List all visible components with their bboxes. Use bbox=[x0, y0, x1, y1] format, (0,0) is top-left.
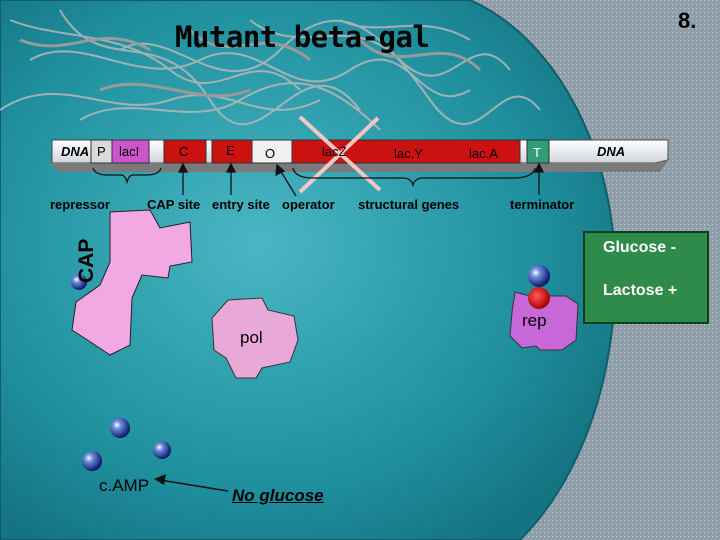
chromosome-strands-dark bbox=[19, 28, 482, 98]
dna-label-right: DNA bbox=[597, 144, 626, 159]
chromosome-strands bbox=[0, 9, 541, 131]
lactose-molecule bbox=[528, 287, 550, 309]
rna-polymerase bbox=[211, 297, 299, 379]
cap-protein bbox=[71, 209, 193, 356]
lacz-label: lacZ bbox=[322, 144, 347, 159]
camp-molecule bbox=[110, 418, 130, 438]
lacy-label: lac.Y bbox=[394, 146, 423, 161]
slide-title: Mutant beta-gal bbox=[175, 20, 430, 54]
glucose-status: Glucose - bbox=[603, 239, 676, 256]
promoter-label: P bbox=[97, 144, 106, 159]
laci-segment bbox=[111, 139, 150, 164]
repressor-annotation: repressor bbox=[50, 197, 110, 212]
camp-molecule bbox=[153, 441, 171, 459]
operator-label: O bbox=[265, 146, 276, 161]
entry-site-label: E bbox=[226, 143, 235, 158]
caption-arrow bbox=[154, 474, 229, 492]
annotation-marks bbox=[92, 162, 545, 197]
rep-label: rep bbox=[522, 311, 547, 330]
slide-number: 8. bbox=[678, 8, 697, 33]
dna-label-left: DNA bbox=[61, 144, 90, 159]
terminator-segment bbox=[526, 139, 550, 164]
terminator-annotation: terminator bbox=[510, 197, 575, 212]
camp-label: c.AMP bbox=[99, 476, 150, 495]
terminator-label: T bbox=[533, 145, 541, 160]
cap-site-annotation: CAP site bbox=[147, 197, 201, 212]
cap-site-segment bbox=[163, 139, 207, 164]
laca-label: lac.A bbox=[469, 146, 498, 161]
inducer-molecule bbox=[528, 265, 550, 287]
entry-site-annotation: entry site bbox=[212, 197, 270, 212]
cap-protein-label: CAP bbox=[75, 238, 98, 283]
laci-label: lacI bbox=[119, 144, 140, 159]
condition-status-box: Glucose - Lactose + bbox=[583, 231, 709, 324]
repressor-protein bbox=[509, 291, 579, 351]
structural-genes-annotation: structural genes bbox=[358, 197, 460, 212]
pol-label: pol bbox=[240, 328, 263, 347]
condition-caption: No glucose bbox=[232, 486, 324, 505]
operator-annotation: operator bbox=[282, 197, 335, 212]
mutation-cross-line bbox=[298, 116, 380, 194]
cap-site-label: C bbox=[179, 144, 189, 159]
camp-molecule bbox=[82, 451, 102, 471]
dna-strip bbox=[48, 115, 669, 194]
lactose-status: Lactose + bbox=[603, 282, 678, 299]
camp-bound-to-cap bbox=[71, 274, 87, 290]
